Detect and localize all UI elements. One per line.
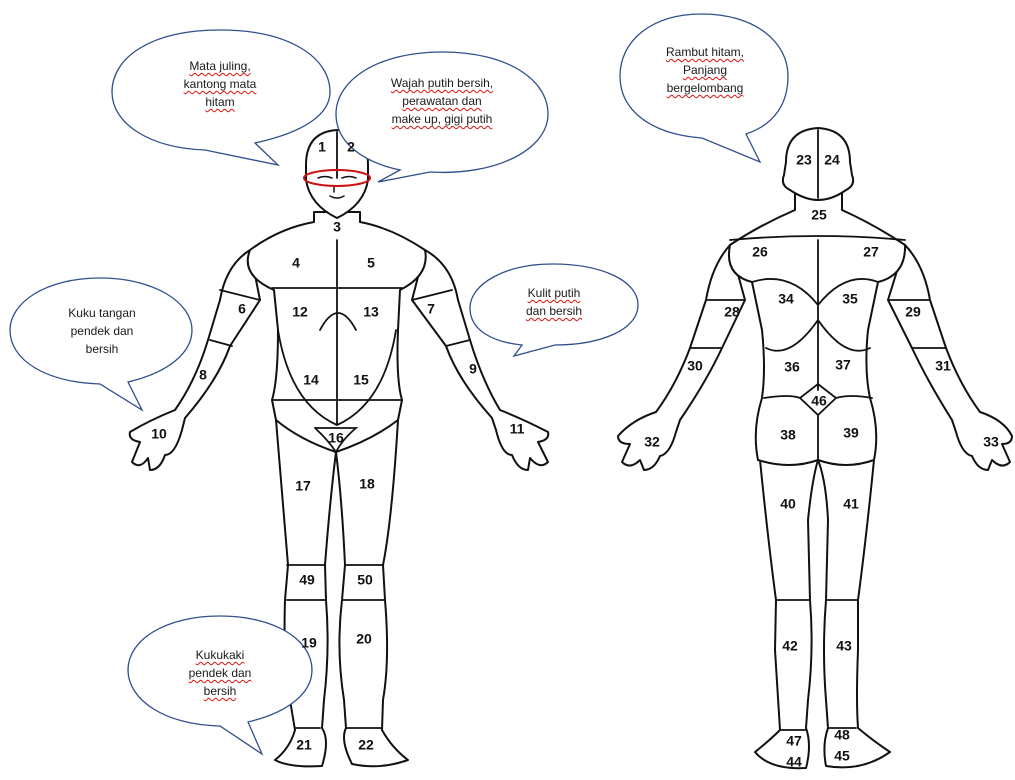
region-43: 43 xyxy=(836,638,852,654)
note-nails-foot: Kukukaki pendek dan bersih xyxy=(155,646,285,700)
region-45: 45 xyxy=(834,748,850,764)
region-37: 37 xyxy=(835,357,851,373)
region-8: 8 xyxy=(199,367,207,383)
region-22: 22 xyxy=(358,737,374,753)
back-figure xyxy=(618,128,1012,768)
region-38: 38 xyxy=(780,427,796,443)
region-11: 11 xyxy=(510,421,525,437)
region-29: 29 xyxy=(905,304,921,320)
region-12: 12 xyxy=(292,304,308,320)
region-10: 10 xyxy=(151,426,167,442)
region-34: 34 xyxy=(778,291,794,307)
region-39: 39 xyxy=(843,425,859,441)
region-26: 26 xyxy=(752,244,768,260)
region-17: 17 xyxy=(295,478,311,494)
note-skin: Kulit putih dan bersih xyxy=(490,284,618,320)
region-40: 40 xyxy=(780,496,796,512)
back-torso xyxy=(729,192,905,465)
front-left-leg xyxy=(275,420,336,766)
region-27: 27 xyxy=(863,244,879,260)
region-33: 33 xyxy=(983,434,999,450)
region-19: 19 xyxy=(301,635,317,651)
region-5: 5 xyxy=(367,255,375,271)
region-41: 41 xyxy=(843,496,859,512)
region-16: 16 xyxy=(328,430,344,446)
region-6: 6 xyxy=(238,301,246,317)
region-1: 1 xyxy=(318,139,326,155)
region-18: 18 xyxy=(359,476,375,492)
region-13: 13 xyxy=(363,304,379,320)
region-46: 46 xyxy=(811,393,827,409)
region-2: 2 xyxy=(347,139,355,155)
region-50: 50 xyxy=(357,572,373,588)
region-20: 20 xyxy=(356,631,372,647)
region-36: 36 xyxy=(784,359,800,375)
region-47: 47 xyxy=(786,733,802,749)
region-25: 25 xyxy=(811,207,827,223)
region-15: 15 xyxy=(353,372,369,388)
region-14: 14 xyxy=(303,372,319,388)
region-42: 42 xyxy=(782,638,798,654)
region-44: 44 xyxy=(786,754,802,770)
region-31: 31 xyxy=(935,358,951,374)
region-23: 23 xyxy=(796,152,812,168)
note-hair: Rambut hitam, Panjang bergelombang xyxy=(640,43,770,97)
region-48: 48 xyxy=(834,727,850,743)
front-right-leg xyxy=(336,420,408,766)
region-9: 9 xyxy=(469,361,477,377)
back-left-arm xyxy=(618,245,745,470)
region-35: 35 xyxy=(842,291,858,307)
note-face: Wajah putih bersih, perawatan dan make u… xyxy=(362,74,522,128)
note-eyes: Mata juling, kantong mata hitam xyxy=(150,57,290,111)
region-32: 32 xyxy=(644,434,660,450)
region-21: 21 xyxy=(296,737,312,753)
region-49: 49 xyxy=(299,572,315,588)
region-4: 4 xyxy=(292,255,300,271)
region-28: 28 xyxy=(724,304,740,320)
region-24: 24 xyxy=(824,152,840,168)
region-7: 7 xyxy=(427,301,435,317)
region-3: 3 xyxy=(333,219,341,235)
region-30: 30 xyxy=(687,358,703,374)
note-nails-hand: Kuku tangan pendek dan bersih xyxy=(40,304,164,358)
